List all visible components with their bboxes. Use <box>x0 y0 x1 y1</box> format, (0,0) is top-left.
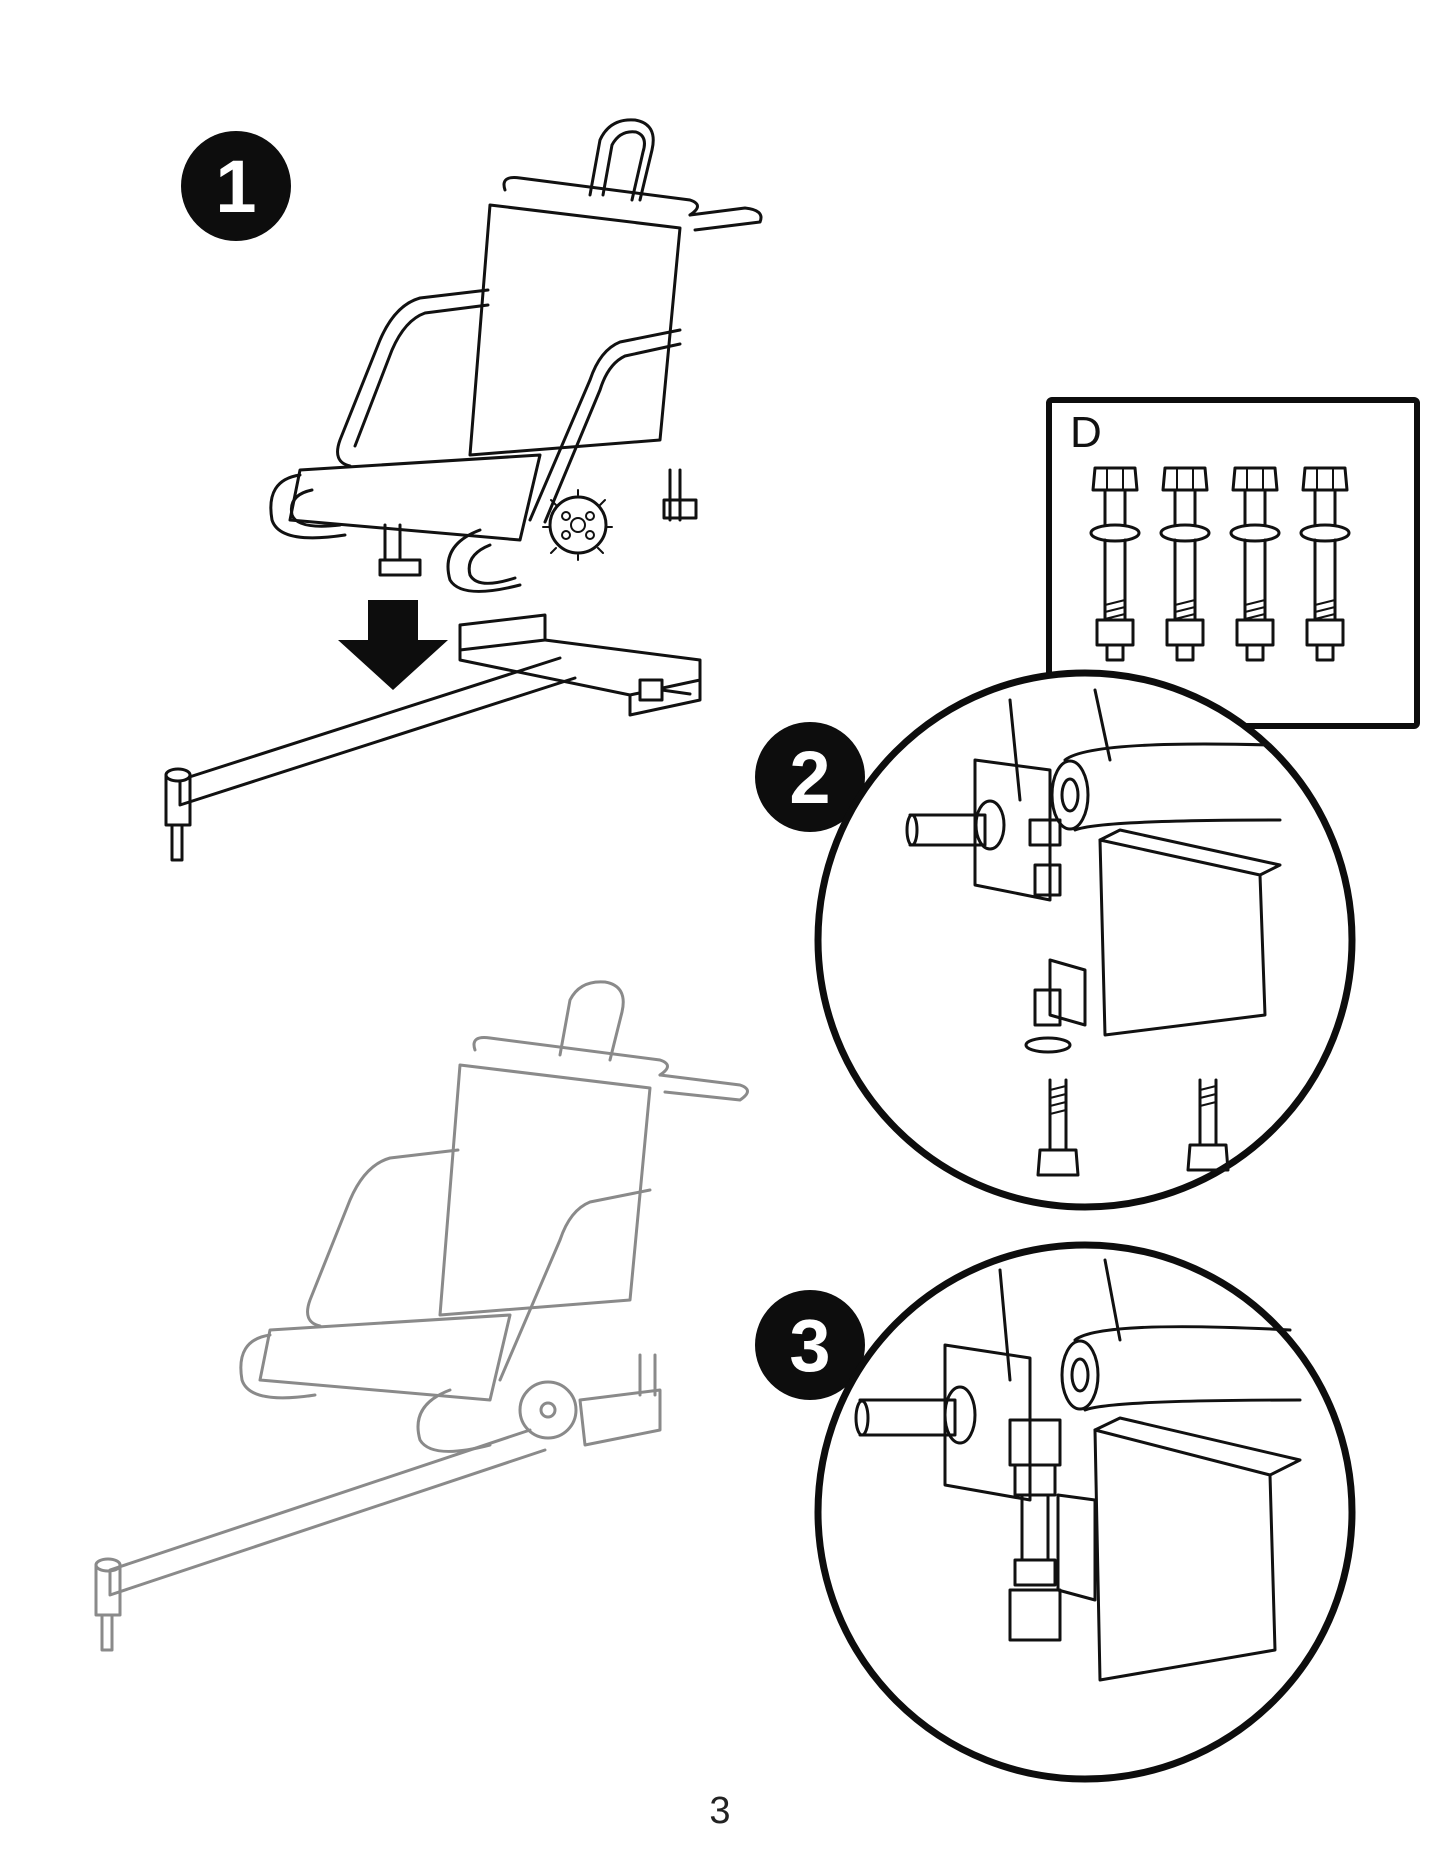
bolt-4 <box>1299 466 1351 662</box>
parts-label: D <box>1070 408 1102 457</box>
step-1-frame-illustration <box>164 613 702 862</box>
step-1-seat-illustration <box>269 118 763 593</box>
step-1-badge: 1 <box>181 131 291 241</box>
page-number: 3 <box>709 1790 731 1832</box>
bolt-1 <box>1089 466 1141 662</box>
bolt-3 <box>1229 466 1281 662</box>
step-3-number: 3 <box>789 1303 831 1387</box>
down-arrow-icon <box>338 600 448 690</box>
step-3-badge: 3 <box>755 1290 865 1400</box>
step-1-number: 1 <box>215 144 257 228</box>
step-2-number: 2 <box>789 735 831 819</box>
step-2-detail-circle <box>814 669 1356 1211</box>
bolt-set-d <box>1089 466 1351 662</box>
step-3-detail-circle <box>814 1241 1356 1783</box>
bolt-2 <box>1159 466 1211 662</box>
step-1-result-illustration <box>94 980 749 1652</box>
